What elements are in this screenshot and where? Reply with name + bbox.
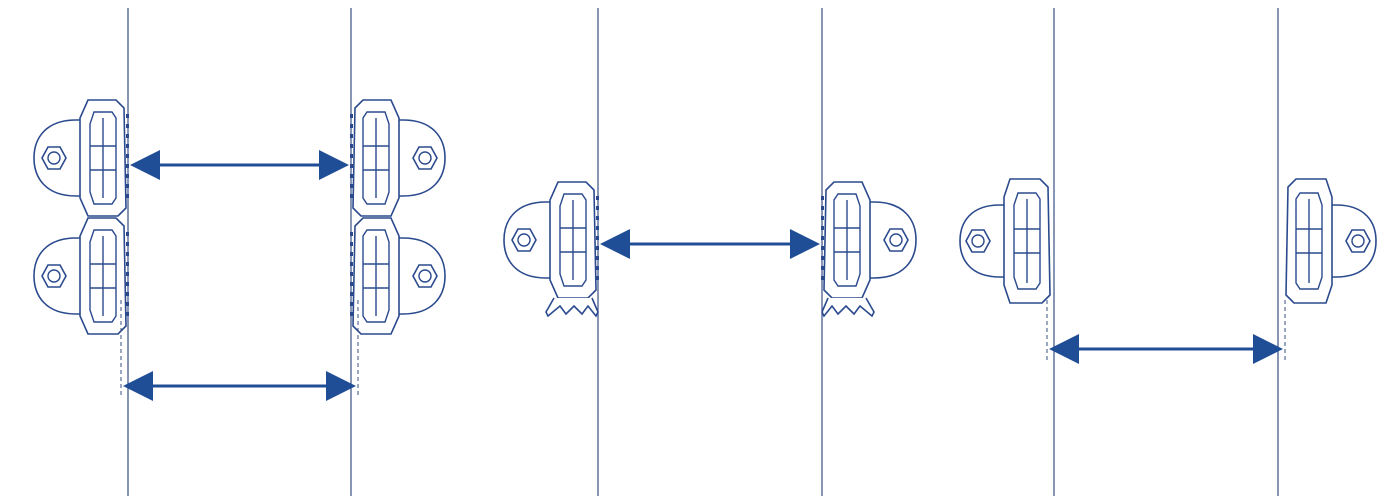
clip-bracket-icon [349,99,446,217]
panel-single-slim [959,8,1377,496]
clip-bracket-icon [959,178,1051,304]
panel-double-row [33,8,446,496]
clip-bracket-icon [821,182,916,316]
clip-bracket-icon [33,217,130,335]
panel-single-with-foot [504,8,916,496]
clip-bracket-icon [349,217,446,335]
clip-bracket-icon [33,99,130,217]
clip-bracket-icon [1285,178,1377,304]
clip-bracket-icon [504,182,599,316]
